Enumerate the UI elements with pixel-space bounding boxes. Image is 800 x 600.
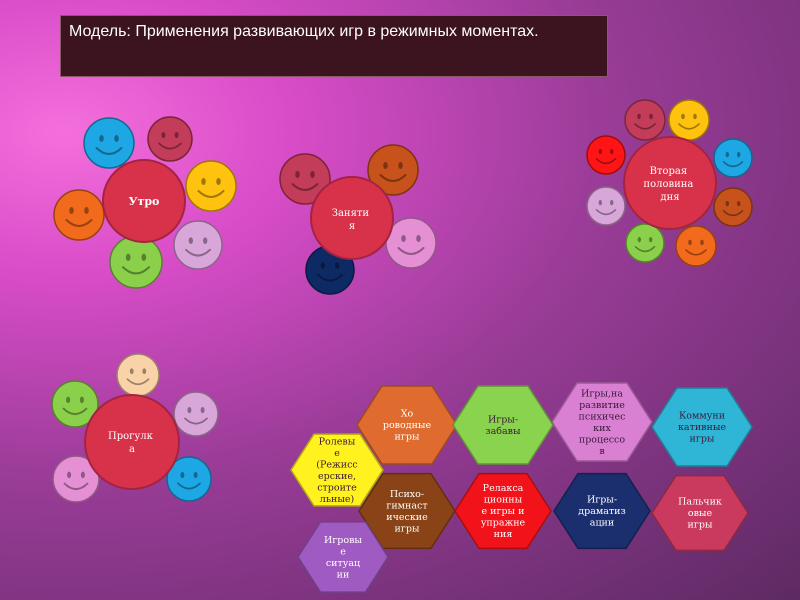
smiley-icon: [53, 189, 105, 241]
smiley-icon: [279, 153, 331, 205]
smiley-icon: [185, 160, 237, 212]
smiley-icon: [625, 223, 665, 263]
smiley-icon: [83, 117, 135, 169]
hex-label: Игры-забавы: [485, 414, 521, 437]
smiley-icon: [52, 455, 100, 503]
group-classes: Заняти я: [279, 144, 437, 295]
smiley-icon: [166, 456, 212, 502]
smiley-icon: [624, 99, 666, 141]
hub-circle: [102, 159, 186, 243]
hub-circle: [623, 136, 717, 230]
smiley-icon: [713, 187, 753, 227]
hub-label: Прогулк а: [108, 431, 156, 455]
group-walk: Прогулк а: [51, 353, 219, 503]
smiley-icon: [675, 225, 717, 267]
hub-label: Заняти я: [332, 208, 373, 232]
group-afternoon: Вторая половина дня: [586, 99, 753, 267]
smiley-icon: [109, 235, 163, 289]
group-morning: Утро: [53, 116, 237, 289]
hub-circle: [84, 394, 180, 490]
smiley-icon: [173, 391, 219, 437]
smiley-icon: [385, 217, 437, 269]
hub-label: Вторая половина дня: [643, 166, 696, 203]
smiley-icon: [51, 380, 99, 428]
smiley-icon: [173, 220, 223, 270]
slide-title: Модель: Применения развивающих игр в реж…: [60, 15, 608, 77]
hub-label: Утро: [129, 195, 160, 208]
smiley-icon: [586, 186, 626, 226]
smiley-icon: [367, 144, 419, 196]
smiley-icon: [116, 353, 160, 397]
hex-fun-games: Игры-забавы: [452, 385, 554, 465]
hub-circle: [310, 176, 394, 260]
smiley-icon: [713, 138, 753, 178]
smiley-icon: [586, 135, 626, 175]
smiley-icon: [668, 99, 710, 141]
smiley-icon: [147, 116, 193, 162]
